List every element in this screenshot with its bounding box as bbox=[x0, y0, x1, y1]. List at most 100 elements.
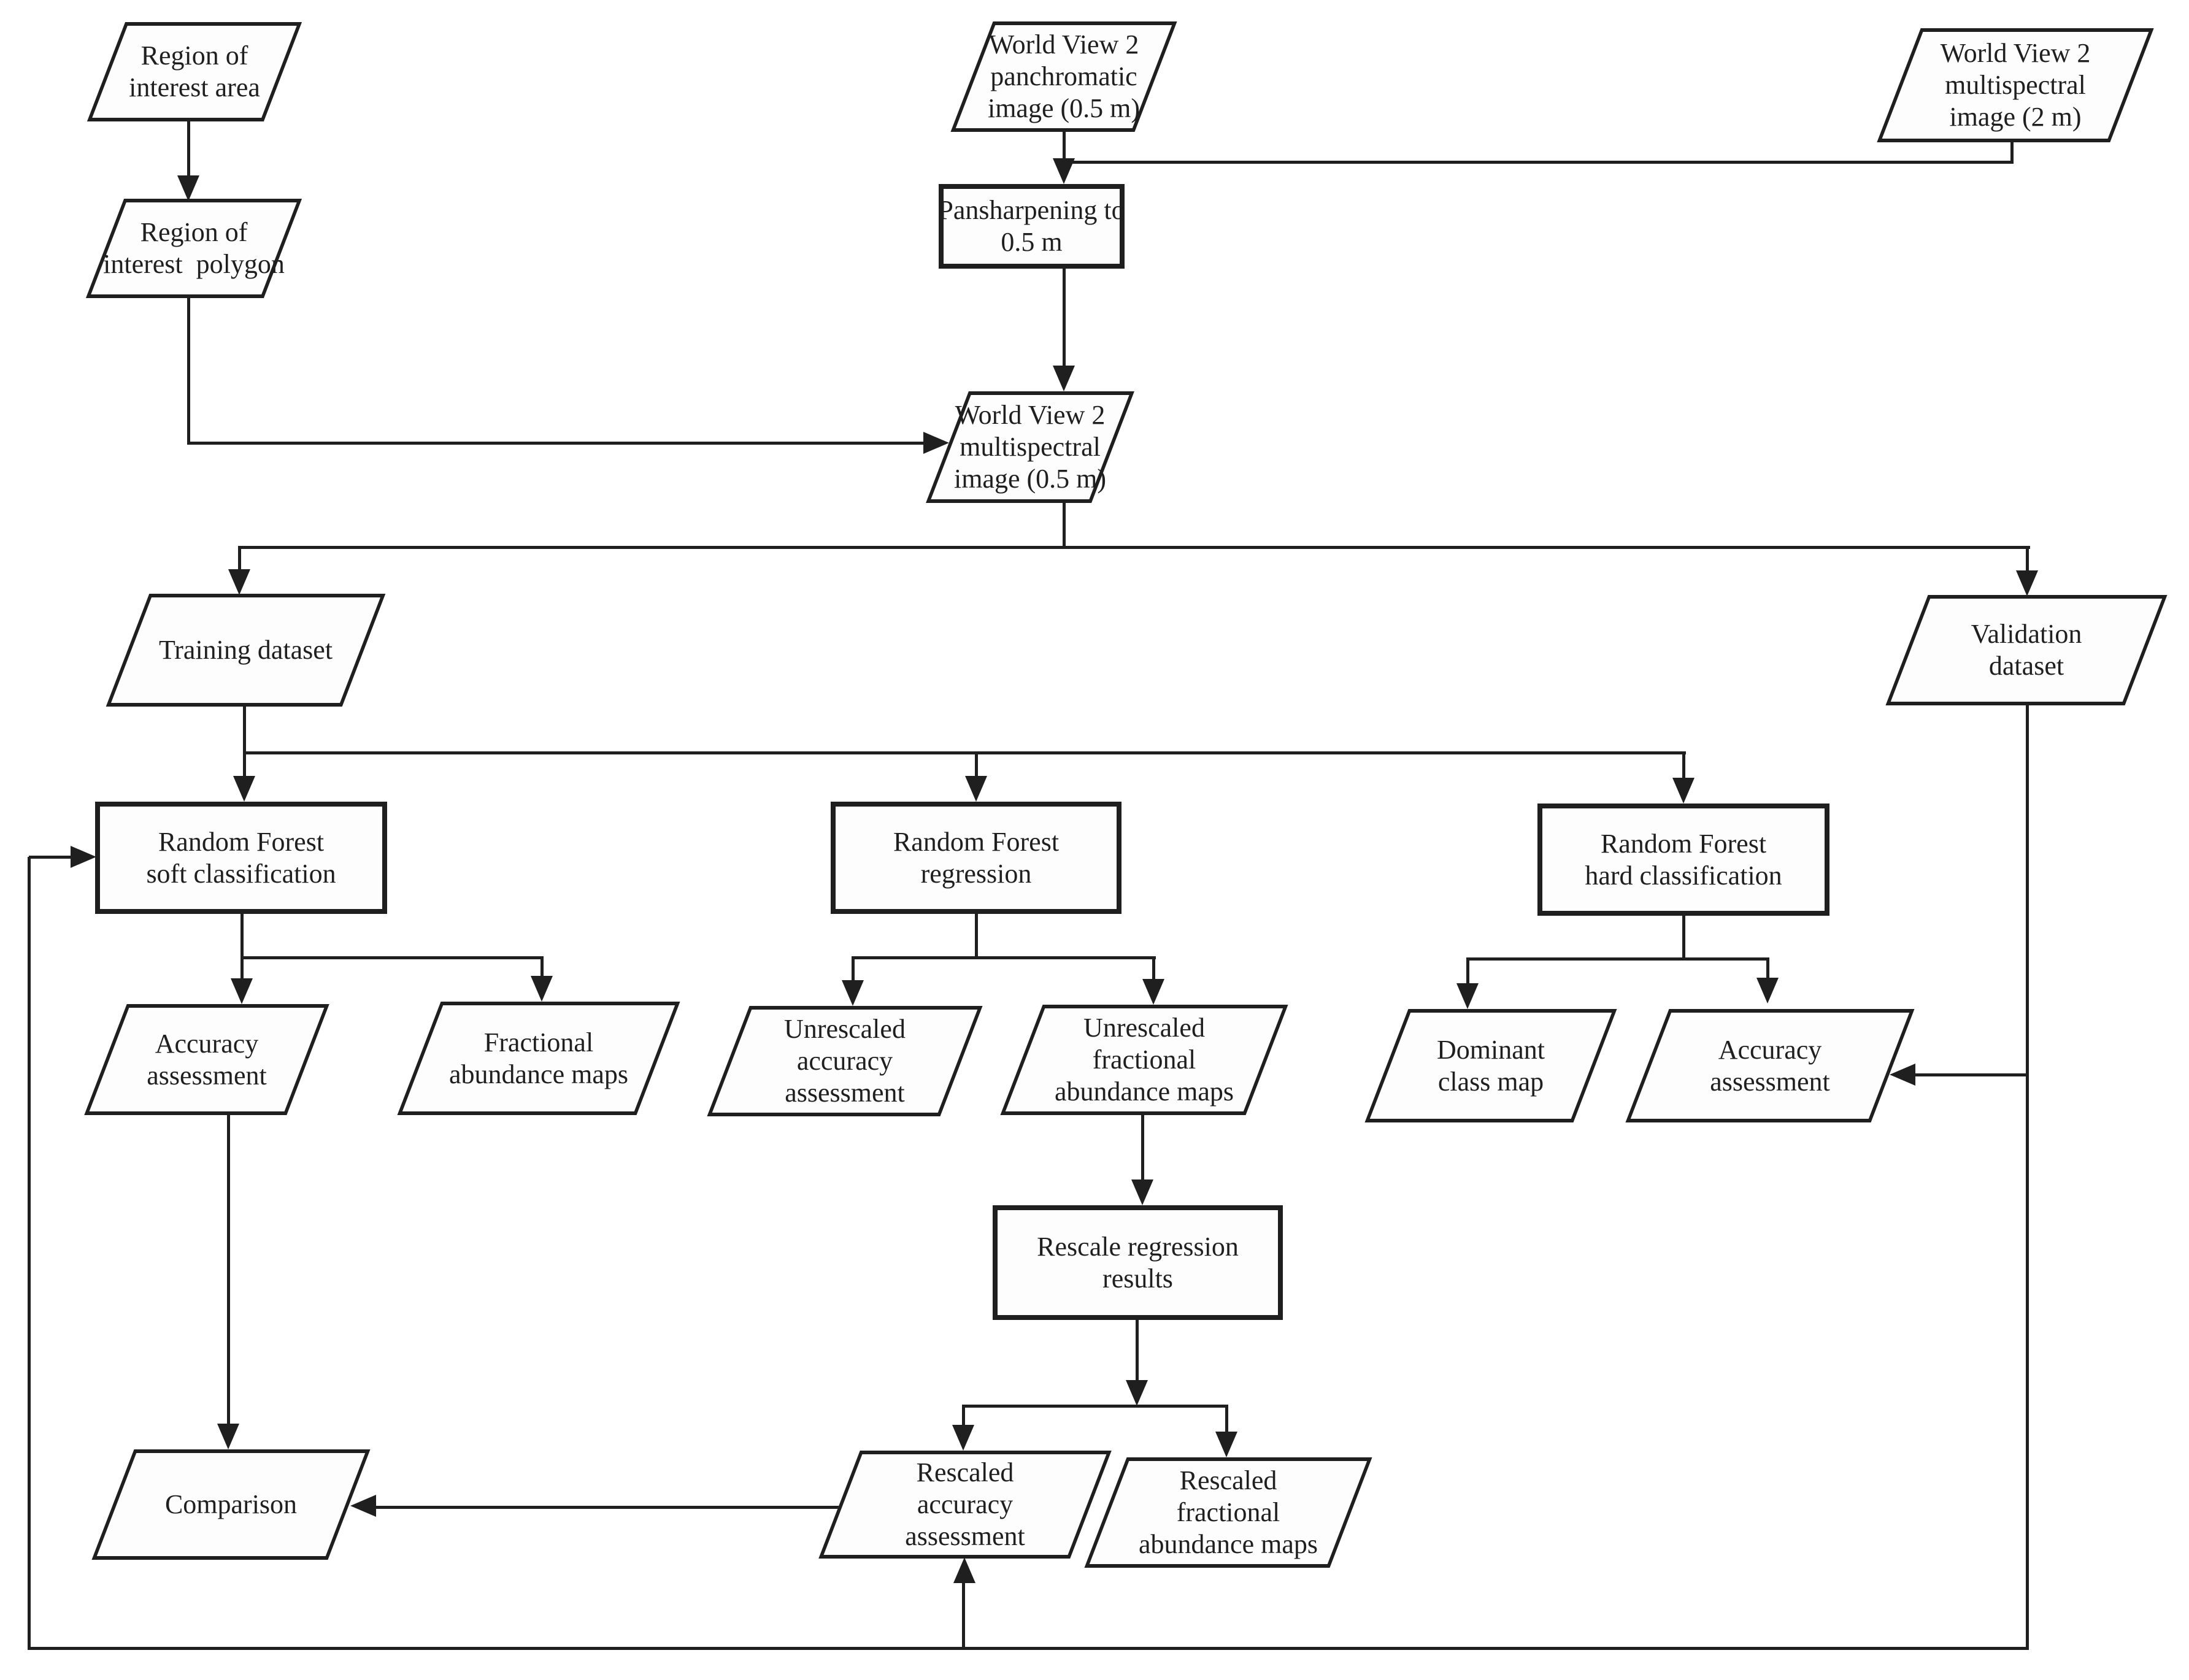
edge-ms2-merge-horizontal bbox=[1063, 161, 2014, 164]
node-label: Unrescaled fractional abundance maps bbox=[1055, 1013, 1234, 1107]
edge-training-down bbox=[243, 707, 246, 753]
node-dominant-class-map: Dominant class map bbox=[1364, 1009, 1617, 1122]
edge-to-acc-right-down bbox=[1766, 957, 1769, 980]
arrowhead-into-acc-right bbox=[1756, 978, 1779, 1003]
arrowhead-into-frac-maps bbox=[531, 976, 553, 1002]
edge-rf-hard-branch bbox=[1468, 957, 1769, 961]
edge-rf-hard-down bbox=[1682, 916, 1685, 959]
edge-feedback-left-vertical bbox=[28, 857, 31, 1650]
rectangle-shape bbox=[1537, 804, 1829, 916]
edge-pan-down bbox=[1063, 132, 1066, 161]
node-random-forest-regression: Random Forest regression bbox=[831, 802, 1121, 914]
arrowhead-into-rf-reg bbox=[965, 776, 987, 802]
node-rescaled-accuracy-assessment: Rescaled accuracy assessment bbox=[818, 1451, 1112, 1559]
node-accuracy-assessment-hard: Accuracy assessment bbox=[1625, 1009, 1915, 1122]
rectangle-shape bbox=[831, 802, 1121, 914]
node-label: Unrescaled accuracy assessment bbox=[784, 1014, 906, 1108]
arrowhead-into-rf-soft bbox=[233, 776, 255, 802]
node-label: Training dataset bbox=[158, 635, 333, 665]
arrowhead-into-acc-right-side bbox=[1890, 1064, 1915, 1086]
edge-rf-soft-down bbox=[240, 914, 244, 980]
edge-unresc-frac-to-rescale bbox=[1141, 1115, 1144, 1181]
node-rescale-regression-results: Rescale regression results bbox=[993, 1205, 1283, 1320]
node-unrescaled-fractional-abundance-maps: Unrescaled fractional abundance maps bbox=[1000, 1005, 1288, 1115]
edge-to-training-down bbox=[238, 546, 241, 570]
edge-to-unresc-acc-down bbox=[852, 956, 855, 981]
rectangle-shape bbox=[95, 802, 387, 914]
edge-to-frac-maps-down bbox=[541, 956, 544, 977]
edge-to-resc-acc-down bbox=[962, 1405, 965, 1426]
arrowhead-into-pansharpening bbox=[1053, 158, 1075, 184]
arrowhead-into-unresc-frac bbox=[1142, 979, 1164, 1005]
edge-resc-acc-to-comparison bbox=[376, 1506, 839, 1509]
edge-to-rf-soft-down bbox=[243, 751, 246, 777]
edge-to-resc-frac-down bbox=[1225, 1405, 1228, 1433]
node-label: Random Forest regression bbox=[893, 826, 1060, 889]
edge-dataset-distribution bbox=[239, 546, 2030, 549]
node-label: World View 2 multispectral image (2 m) bbox=[1940, 38, 2091, 132]
node-random-forest-hard-classification: Random Forest hard classification bbox=[1537, 804, 1829, 916]
node-label: Pansharpening to 0.5 m bbox=[938, 195, 1125, 257]
rectangle-shape bbox=[993, 1205, 1283, 1320]
node-label: Fractional abundance maps bbox=[449, 1027, 628, 1089]
rectangle-shape bbox=[939, 184, 1125, 269]
edge-rf-distribution bbox=[244, 751, 1686, 754]
edge-to-rf-reg-down bbox=[975, 751, 978, 777]
node-accuracy-assessment-soft: Accuracy assessment bbox=[84, 1004, 329, 1115]
arrowhead-into-dominant bbox=[1456, 983, 1479, 1009]
edge-feedback-bottom bbox=[29, 1647, 2029, 1650]
node-label: World View 2 multispectral image (0.5 m) bbox=[953, 400, 1107, 494]
edge-feedback-up-to-resc-acc bbox=[962, 1583, 965, 1647]
node-label: Region of interest polygon bbox=[103, 217, 285, 279]
node-label: Accuracy assessment bbox=[147, 1028, 267, 1091]
arrowhead-into-rf-soft-side bbox=[71, 846, 96, 868]
node-fractional-abundance-maps: Fractional abundance maps bbox=[397, 1002, 680, 1115]
node-worldview2-multispectral-05m: World View 2 multispectral image (0.5 m) bbox=[926, 391, 1134, 503]
edge-to-dominant-down bbox=[1466, 957, 1469, 984]
node-label: Random Forest hard classification bbox=[1585, 828, 1782, 891]
arrowhead-into-resc-acc bbox=[952, 1425, 974, 1451]
arrowhead-into-roi-polygon bbox=[177, 175, 199, 201]
arrowhead-into-unresc-acc bbox=[842, 980, 864, 1006]
arrowhead-into-wv2-ms05-top bbox=[1053, 366, 1075, 391]
edge-ms2-down bbox=[2010, 142, 2014, 164]
node-worldview2-multispectral-2m: World View 2 multispectral image (2 m) bbox=[1877, 28, 2154, 142]
node-label: Rescale regression results bbox=[1037, 1231, 1239, 1294]
node-label: Rescaled accuracy assessment bbox=[905, 1457, 1025, 1551]
node-rescaled-fractional-abundance-maps: Rescaled fractional abundance maps bbox=[1084, 1457, 1372, 1568]
arrowhead-into-rescale bbox=[1131, 1179, 1153, 1205]
arrowhead-into-comparison-right bbox=[350, 1495, 376, 1517]
node-region-of-interest-polygon: Region of interest polygon bbox=[85, 199, 302, 298]
node-label: Comparison bbox=[164, 1489, 298, 1520]
arrowhead-into-training bbox=[228, 569, 250, 595]
edge-to-unresc-frac-down bbox=[1152, 956, 1155, 980]
node-pansharpening: Pansharpening to 0.5 m bbox=[938, 184, 1125, 269]
node-label: Region of interest area bbox=[129, 40, 260, 102]
edge-pansharpening-down bbox=[1063, 269, 1066, 366]
arrowhead-into-rf-hard bbox=[1672, 778, 1695, 804]
edge-ms05-down bbox=[1063, 503, 1066, 548]
edge-rf-soft-branch bbox=[242, 956, 544, 959]
edge-validation-down bbox=[2026, 705, 2029, 1650]
edge-roi-polygon-down bbox=[187, 298, 190, 443]
edge-rescale-down bbox=[1136, 1320, 1139, 1381]
node-label: World View 2 panchromatic image (0.5 m) bbox=[987, 29, 1141, 123]
edge-acc-left-to-comparison bbox=[227, 1115, 230, 1426]
node-training-dataset: Training dataset bbox=[106, 594, 386, 707]
arrowhead-into-resc-frac bbox=[1215, 1432, 1237, 1457]
node-random-forest-soft-classification: Random Forest soft classification bbox=[95, 802, 387, 914]
edge-rescale-split-bar bbox=[963, 1405, 1228, 1408]
arrowhead-into-wv2-ms05-left bbox=[923, 432, 949, 454]
arrowhead-into-acc-left bbox=[231, 978, 253, 1004]
node-label: Accuracy assessment bbox=[1710, 1034, 1830, 1097]
node-label: Random Forest soft classification bbox=[146, 826, 336, 889]
node-validation-dataset: Validation dataset bbox=[1885, 595, 2168, 705]
edge-rf-reg-down bbox=[975, 914, 978, 958]
node-label: Validation dataset bbox=[1971, 619, 2082, 681]
node-region-of-interest-area: Region of interest area bbox=[87, 22, 302, 121]
arrowhead-into-validation bbox=[2016, 570, 2038, 596]
node-comparison: Comparison bbox=[91, 1449, 371, 1560]
arrowhead-rescale-split bbox=[1126, 1380, 1148, 1406]
edge-roi-polygon-right bbox=[187, 442, 923, 445]
